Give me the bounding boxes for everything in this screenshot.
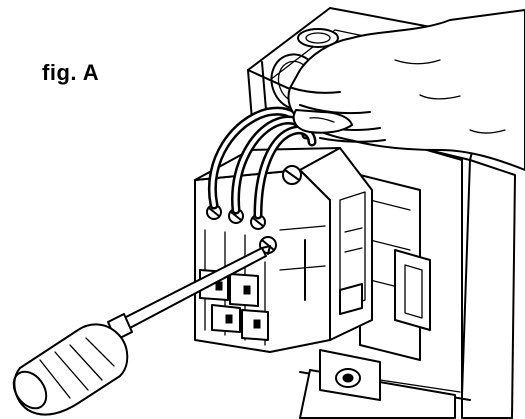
hand [287,9,525,171]
contactor-block [194,147,373,353]
screwdriver [12,245,271,416]
figure-label: fig. A [42,60,100,85]
